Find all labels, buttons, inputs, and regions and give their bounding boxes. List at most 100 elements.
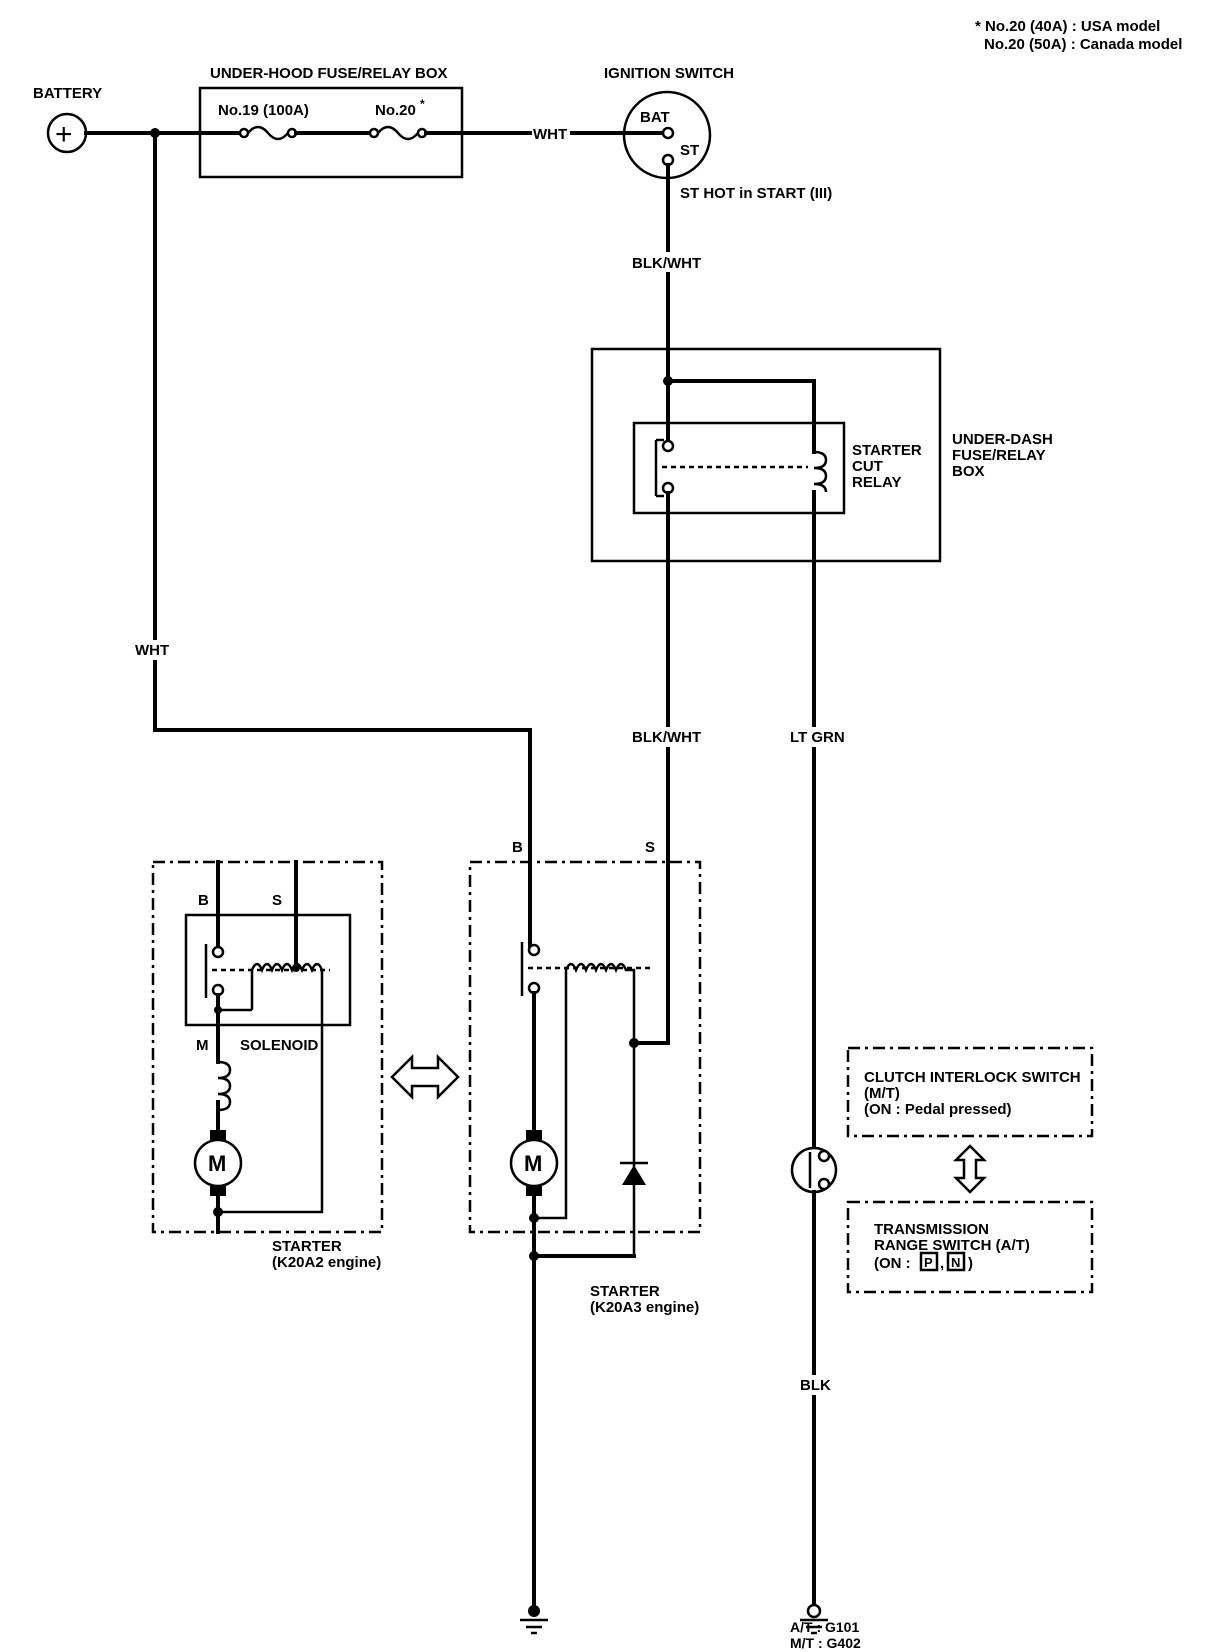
ground-terminal (528, 1605, 540, 1617)
trans-sep: , (940, 1255, 944, 1272)
ignition-switch-label: IGNITION SWITCH (604, 65, 734, 82)
alternative-arrow-icon (390, 1053, 460, 1101)
junction-dot (629, 1038, 639, 1048)
label-mask (133, 640, 177, 660)
battery-label: BATTERY (33, 85, 102, 102)
ground-right-label-2: M/T : G402 (790, 1635, 861, 1651)
ignition-bat-terminal (661, 126, 675, 140)
alternative-arrow-icon (952, 1144, 988, 1194)
starter-a3-ground-wire (532, 1194, 636, 1258)
relay-label-3: RELAY (852, 474, 901, 491)
label-mask (630, 727, 706, 747)
junction-dot (292, 964, 300, 972)
fuse-19-icon (247, 125, 289, 141)
starter-a2-terminal-s: S (272, 892, 282, 909)
relay-contact-terminal (661, 439, 675, 453)
starter-a2-motor-label: M (208, 1151, 226, 1176)
wire-label-wht-top: WHT (533, 126, 567, 143)
wire-label-blk-wht-top: BLK/WHT (632, 255, 701, 272)
trans-label-1: TRANSMISSION (874, 1221, 989, 1238)
trans-label-3-prefix: (ON : (874, 1255, 911, 1272)
ignition-st-note: ST HOT in START (III) (680, 185, 832, 202)
diode-icon (622, 1165, 646, 1185)
trans-pos-p: P (924, 1255, 933, 1270)
position-p-box (919, 1251, 939, 1272)
field-coil-icon (217, 1060, 232, 1112)
wire-wht-battery-to-starter-b (153, 131, 532, 948)
underhood-fuse-box: UNDER-HOOD FUSE/RELAY BOX No.19 (100A) N… (198, 65, 464, 179)
solenoid-coil-icon (218, 962, 324, 1214)
junction-dot (529, 1213, 539, 1223)
relay-label-2: CUT (852, 458, 883, 475)
label-mask (798, 1375, 832, 1395)
starter-k20a3: B S M STARTER (K20A3 engine) (468, 839, 702, 1316)
wire-blk-wht-relay-to-starter (632, 559, 670, 1045)
starter-k20a3-outline (468, 860, 702, 1234)
switch-terminal (817, 1149, 831, 1163)
ground-terminal (806, 1603, 822, 1619)
ground-right-label-1: A/T : G101 (790, 1619, 859, 1635)
fuse-20-icon (377, 125, 419, 141)
starter-a2-label-1: STARTER (272, 1238, 342, 1255)
starter-a3-internal-wire (534, 1160, 568, 1220)
clutch-interlock-box: CLUTCH INTERLOCK SWITCH (M/T) (ON : Peda… (846, 1046, 1094, 1138)
solenoid-label: SOLENOID (240, 1037, 319, 1054)
underdash-label-3: BOX (952, 463, 985, 480)
relay-coil-icon (813, 450, 828, 493)
transmission-range-box: TRANSMISSION RANGE SWITCH (A/T) (ON : P … (846, 1200, 1094, 1294)
clutch-label-2: (M/T) (864, 1085, 900, 1102)
ground-left-icon (520, 1605, 548, 1635)
starter-a3-coil-icon (564, 962, 636, 1256)
ignition-bat-label: BAT (640, 109, 670, 126)
underdash-box-outline (590, 347, 942, 563)
note-line-2: No.20 (50A) : Canada model (984, 36, 1182, 53)
trans-label-3-suffix: ) (968, 1255, 973, 1272)
starter-a2-label-2: (K20A2 engine) (272, 1254, 381, 1271)
fuse-19-label: No.19 (100A) (218, 102, 309, 119)
starter-a2-terminal-m: M (196, 1037, 209, 1054)
relay-label-1: STARTER (852, 442, 922, 459)
trans-pos-n: N (951, 1255, 960, 1270)
underdash-label-1: UNDER-DASH (952, 431, 1053, 448)
model-notes: * No.20 (40A) : USA model No.20 (50A) : … (975, 18, 1182, 53)
ignition-switch: IGNITION SWITCH BAT ST ST HOT in START (… (604, 65, 832, 202)
battery: BATTERY + (33, 85, 102, 154)
underdash-fuse-box: UNDER-DASH FUSE/RELAY BOX STARTER CUT RE… (590, 347, 1053, 563)
starter-a3-motor-icon (509, 1138, 559, 1188)
interlock-switch (790, 1146, 838, 1194)
clutch-label-1: CLUTCH INTERLOCK SWITCH (864, 1069, 1081, 1086)
starter-a3-terminal-b: B (512, 839, 523, 856)
underhood-box-label: UNDER-HOOD FUSE/RELAY BOX (210, 65, 448, 82)
fuse-20-asterisk: * (420, 97, 425, 111)
wire-label-wht-left: WHT (135, 642, 169, 659)
label-mask (630, 252, 706, 272)
starter-a3-terminal-s: S (645, 839, 655, 856)
clutch-box-outline (846, 1046, 1094, 1138)
transmission-box-outline (846, 1200, 1094, 1294)
fuse-19-terminal (238, 127, 250, 139)
solenoid-contact-terminal (211, 945, 225, 959)
ignition-st-label: ST (680, 142, 699, 159)
starter-a2-terminal-b: B (198, 892, 209, 909)
fuse-20-label: No.20 (375, 102, 416, 119)
starter-cut-relay-outline (632, 421, 846, 515)
starter-k20a2: B S M SOLENOID M STARTER (K20A2 engine) (151, 860, 384, 1271)
starter-a3-label-2: (K20A3 engine) (590, 1299, 699, 1316)
clutch-label-3: (ON : Pedal pressed) (864, 1101, 1012, 1118)
switch-terminal (817, 1177, 831, 1191)
relay-coil-feed-wire (666, 379, 816, 454)
solenoid-outline (184, 913, 352, 1027)
junction-dot (214, 1006, 222, 1014)
junction-dot (213, 1207, 223, 1217)
underdash-label-2: FUSE/RELAY (952, 447, 1046, 464)
starter-a3-contact-terminal (527, 943, 541, 957)
battery-plus-icon: + (55, 118, 73, 151)
wire-label-lt-grn: LT GRN (790, 729, 845, 746)
note-line-1: * No.20 (40A) : USA model (975, 18, 1160, 35)
position-n-box (946, 1251, 966, 1272)
label-mask (788, 727, 846, 747)
wire-label-blk: BLK (800, 1377, 831, 1394)
starter-a2-motor-icon (193, 1138, 243, 1188)
ground-right-icon (800, 1603, 828, 1635)
